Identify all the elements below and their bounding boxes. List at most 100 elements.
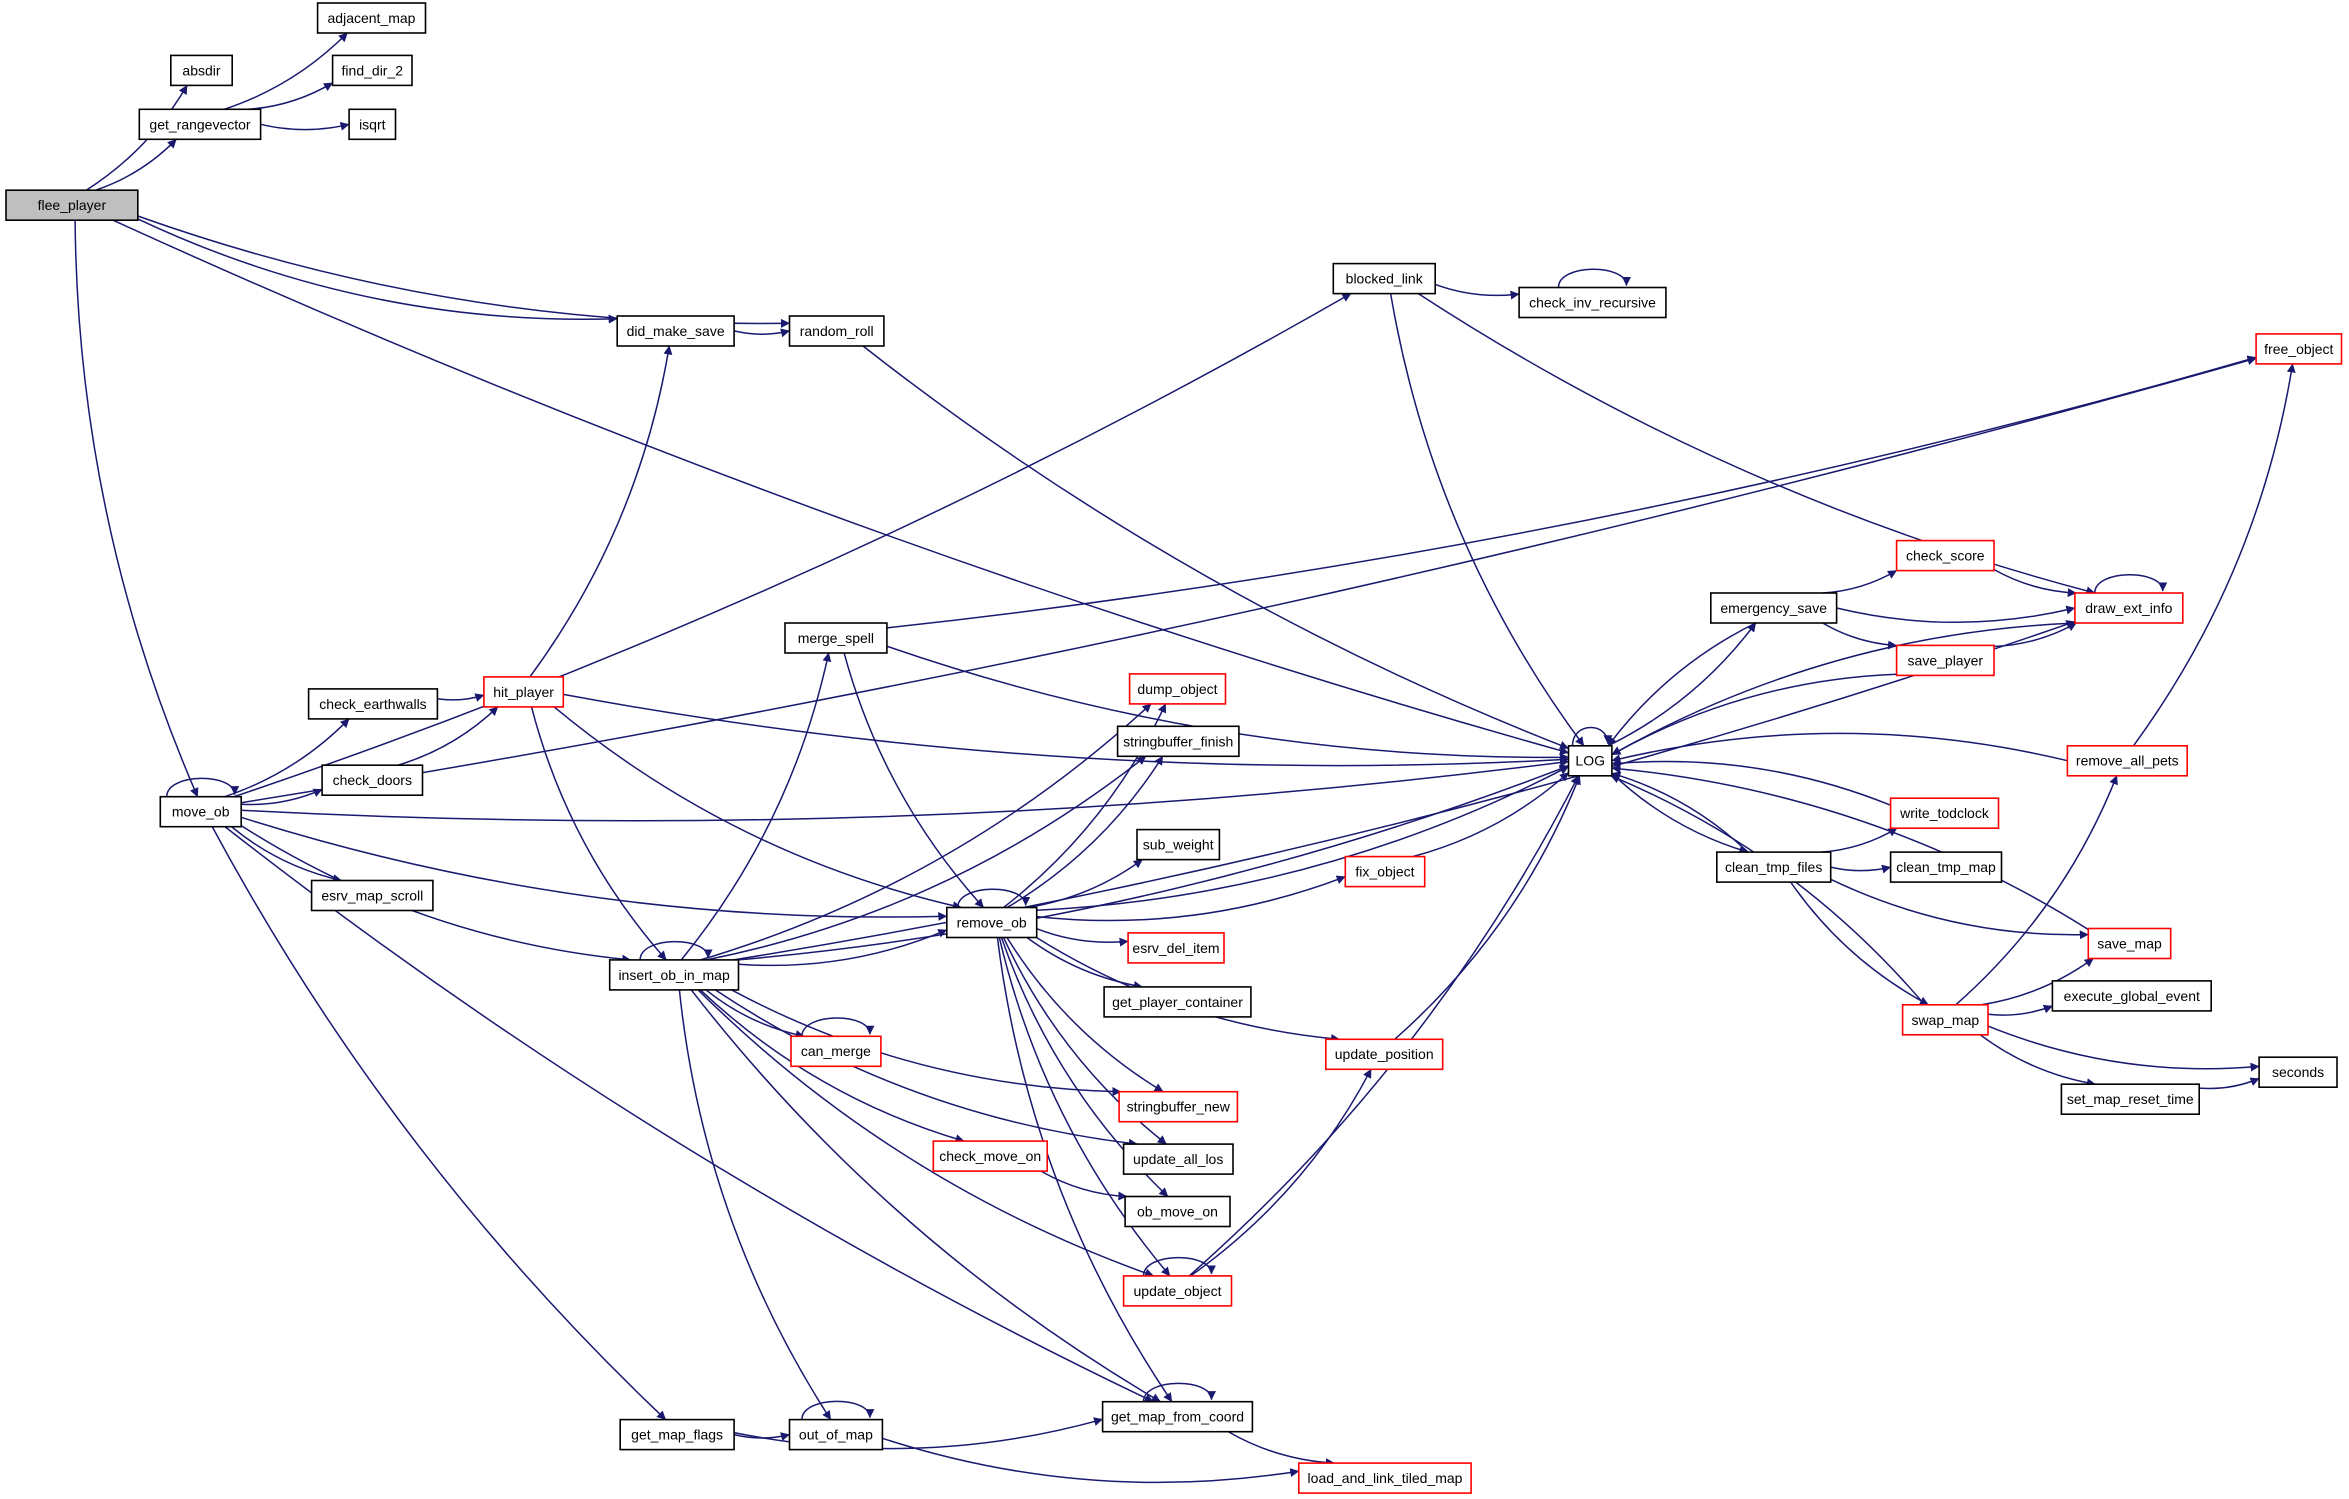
- node-clean_tmp_map[interactable]: clean_tmp_map: [1889, 851, 2003, 883]
- node-box: [608, 959, 740, 991]
- node-save_player[interactable]: save_player: [1895, 644, 1995, 677]
- node-label: seconds: [2272, 1064, 2324, 1080]
- edge-get_map_from_coord-to-get_map_from_coord: [1142, 1382, 1216, 1402]
- node-did_make_save[interactable]: did_make_save: [616, 315, 735, 347]
- edge-clean_tmp_files-to-clean_tmp_map: [1830, 864, 1892, 874]
- node-get_map_flags[interactable]: get_map_flags: [619, 1418, 735, 1451]
- node-label: check_earthwalls: [319, 696, 426, 712]
- node-execute_global_event[interactable]: execute_global_event: [2051, 980, 2212, 1012]
- node-label: get_rangevector: [149, 116, 251, 132]
- edge-insert_ob_in_map-to-merge_spell: [680, 652, 832, 961]
- node-label: did_make_save: [627, 323, 725, 339]
- node-can_merge[interactable]: can_merge: [790, 1035, 882, 1068]
- node-adjacent_map[interactable]: adjacent_map: [316, 2, 427, 34]
- node-emergency_save[interactable]: emergency_save: [1710, 592, 1838, 624]
- node-stringbuffer_new[interactable]: stringbuffer_new: [1118, 1090, 1239, 1123]
- edge-remove_ob-to-esrv_del_item: [1036, 928, 1129, 947]
- node-box: [2051, 980, 2212, 1012]
- edge-move_ob-to-check_doors: [241, 788, 323, 806]
- node-label: free_object: [2264, 341, 2333, 357]
- node-remove_all_pets[interactable]: remove_all_pets: [2066, 744, 2188, 777]
- node-merge_spell[interactable]: merge_spell: [784, 622, 888, 654]
- node-label: blocked_link: [1346, 271, 1424, 287]
- node-blocked_link[interactable]: blocked_link: [1332, 262, 1437, 295]
- node-box: [1518, 286, 1667, 319]
- node-box: [1122, 1143, 1234, 1175]
- node-hit_player[interactable]: hit_player: [483, 676, 565, 708]
- node-random_roll[interactable]: random_roll: [788, 315, 885, 347]
- node-box: [1889, 851, 2003, 883]
- edge-insert_ob_in_map-to-out_of_map: [678, 989, 832, 1421]
- node-label: random_roll: [800, 323, 874, 339]
- node-box: [2087, 927, 2172, 960]
- edge-insert_ob_in_map-to-insert_ob_in_map: [639, 940, 713, 961]
- node-remove_ob[interactable]: remove_ob: [945, 906, 1038, 939]
- node-ob_move_on[interactable]: ob_move_on: [1124, 1195, 1231, 1228]
- node-esrv_del_item[interactable]: esrv_del_item: [1127, 932, 1225, 964]
- node-box: [170, 54, 234, 87]
- edge-save_player-to-LOG: [1611, 673, 1897, 756]
- node-label: out_of_map: [799, 1427, 873, 1443]
- node-get_player_container[interactable]: get_player_container: [1103, 986, 1252, 1018]
- edge-can_merge-to-can_merge: [801, 1017, 875, 1037]
- node-check_score[interactable]: check_score: [1895, 539, 1995, 572]
- node-check_earthwalls[interactable]: check_earthwalls: [307, 688, 439, 720]
- node-label: swap_map: [1911, 1012, 1979, 1028]
- node-update_object[interactable]: update_object: [1122, 1275, 1233, 1307]
- node-box: [307, 688, 439, 720]
- edge-get_map_flags-to-get_map_from_coord: [733, 1417, 1104, 1450]
- edge-get_rangevector-to-adjacent_map: [223, 32, 348, 111]
- node-move_ob[interactable]: move_ob: [159, 795, 243, 828]
- node-label: get_map_flags: [631, 1427, 723, 1443]
- edge-draw_ext_info-to-draw_ext_info: [2094, 574, 2168, 594]
- node-set_map_reset_time[interactable]: set_map_reset_time: [2060, 1083, 2200, 1115]
- node-get_map_from_coord[interactable]: get_map_from_coord: [1101, 1400, 1254, 1433]
- node-box: [1325, 1038, 1444, 1071]
- edge-remove_ob-to-stringbuffer_finish: [1006, 755, 1164, 909]
- node-write_todclock[interactable]: write_todclock: [1889, 797, 2000, 830]
- node-LOG[interactable]: LOG: [1567, 744, 1613, 777]
- node-stringbuffer_finish[interactable]: stringbuffer_finish: [1116, 725, 1240, 758]
- edge-hit_player-to-did_make_save: [529, 345, 673, 678]
- edge-remove_ob-to-remove_ob: [956, 888, 1031, 908]
- edge-remove_ob-to-get_player_container: [1026, 936, 1143, 990]
- node-label: find_dir_2: [342, 62, 404, 78]
- node-box: [1122, 1275, 1233, 1307]
- node-free_object[interactable]: free_object: [2255, 333, 2343, 365]
- node-update_position[interactable]: update_position: [1325, 1038, 1444, 1071]
- edge-swap_map-to-seconds: [1987, 1025, 2260, 1072]
- node-load_and_link_tiled_map[interactable]: load_and_link_tiled_map: [1298, 1462, 1472, 1494]
- node-clean_tmp_files[interactable]: clean_tmp_files: [1716, 851, 1832, 883]
- node-esrv_map_scroll[interactable]: esrv_map_scroll: [310, 879, 434, 912]
- node-check_move_on[interactable]: check_move_on: [932, 1140, 1048, 1172]
- node-box: [1901, 1003, 1989, 1036]
- node-box: [1716, 851, 1832, 883]
- node-box: [2066, 744, 2188, 777]
- node-out_of_map[interactable]: out_of_map: [788, 1418, 884, 1451]
- edge-emergency_save-to-check_score: [1822, 569, 1897, 594]
- node-absdir[interactable]: absdir: [170, 54, 234, 87]
- node-swap_map[interactable]: swap_map: [1901, 1003, 1989, 1036]
- node-update_all_los[interactable]: update_all_los: [1122, 1143, 1234, 1175]
- node-get_rangevector[interactable]: get_rangevector: [138, 108, 262, 141]
- edge-get_map_from_coord-to-load_and_link_tiled_map: [1227, 1430, 1335, 1468]
- node-box: [1127, 932, 1225, 964]
- node-fix_object[interactable]: fix_object: [1344, 855, 1426, 888]
- node-draw_ext_info[interactable]: draw_ext_info: [2074, 592, 2184, 624]
- edge-move_ob-to-get_map_flags: [211, 826, 667, 1421]
- node-box: [1136, 828, 1221, 861]
- node-save_map[interactable]: save_map: [2087, 927, 2172, 960]
- node-insert_ob_in_map[interactable]: insert_ob_in_map: [608, 959, 740, 991]
- node-dump_object[interactable]: dump_object: [1128, 673, 1227, 705]
- edge-update_object-to-update_object: [1142, 1256, 1216, 1276]
- node-check_doors[interactable]: check_doors: [321, 764, 424, 797]
- node-find_dir_2[interactable]: find_dir_2: [331, 54, 413, 87]
- node-label: sub_weight: [1143, 837, 1214, 853]
- node-sub_weight[interactable]: sub_weight: [1136, 828, 1221, 861]
- node-check_inv_recursive[interactable]: check_inv_recursive: [1518, 286, 1667, 319]
- node-seconds[interactable]: seconds: [2258, 1056, 2338, 1088]
- node-box: [616, 315, 735, 347]
- node-flee_player[interactable]: flee_player: [5, 189, 139, 221]
- node-isqrt[interactable]: isqrt: [348, 108, 397, 141]
